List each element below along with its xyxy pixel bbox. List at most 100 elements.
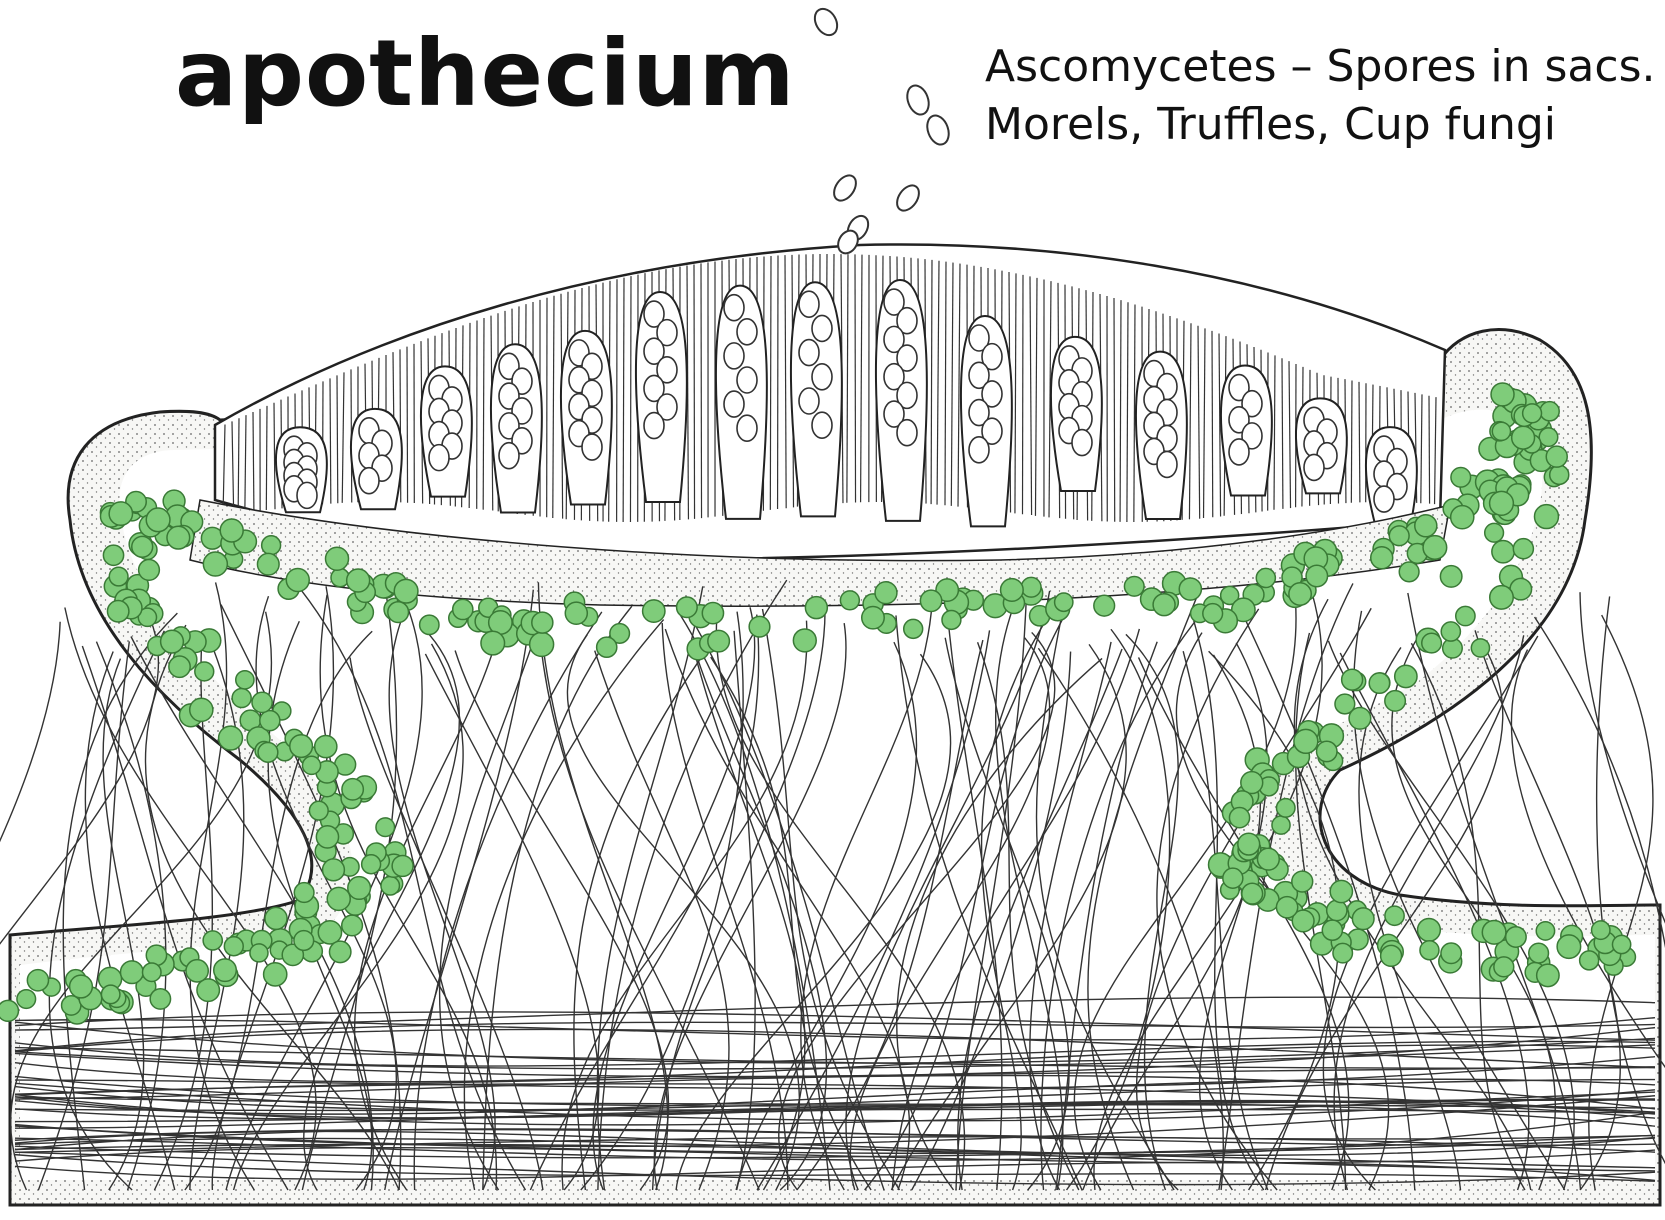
algal-cell <box>1256 568 1275 587</box>
algal-cell <box>107 601 128 622</box>
algal-cell <box>1335 694 1355 714</box>
algal-cell <box>1440 566 1462 588</box>
algal-cell <box>1094 595 1115 616</box>
algal-cell <box>167 526 190 549</box>
algal-cell <box>260 711 280 731</box>
algal-cell <box>342 915 363 936</box>
algal-cell <box>1276 799 1295 818</box>
algal-cell <box>1490 491 1514 515</box>
algal-cell <box>186 960 208 982</box>
algal-cell <box>315 736 337 758</box>
algal-cell <box>1492 422 1510 440</box>
ascospore <box>969 437 989 463</box>
algal-cell <box>1369 673 1389 693</box>
algal-cell <box>1441 943 1461 963</box>
algal-cell <box>1494 957 1514 977</box>
algal-cell <box>1512 426 1535 449</box>
algal-cell <box>1124 576 1144 596</box>
algal-cell <box>232 688 251 707</box>
spore <box>830 171 861 204</box>
algal-cell <box>1537 964 1559 986</box>
algal-cell <box>597 637 617 657</box>
paraphysis <box>266 406 267 510</box>
ascus <box>1136 352 1187 519</box>
algal-cell <box>904 619 923 638</box>
algal-cell <box>1371 547 1393 569</box>
algal-cell <box>294 931 314 951</box>
ascus <box>1051 337 1102 491</box>
paraphysis <box>1022 275 1023 514</box>
algal-cell <box>1420 941 1439 960</box>
algal-cell <box>1456 606 1475 625</box>
ascus <box>351 409 402 509</box>
algal-cell <box>169 656 190 677</box>
paraphysis <box>330 378 331 503</box>
algal-cell <box>1534 505 1558 529</box>
algal-cell <box>17 990 36 1009</box>
algal-cell <box>0 1000 18 1021</box>
algal-cell <box>236 671 254 689</box>
algal-cell <box>394 579 418 603</box>
algal-cell <box>252 692 272 712</box>
algal-cell <box>376 818 395 837</box>
ascospore <box>644 413 664 439</box>
algal-cell <box>342 779 363 800</box>
algal-cell <box>532 612 553 633</box>
algal-cell <box>392 855 413 876</box>
ascus <box>636 292 687 502</box>
algal-cell <box>1482 920 1506 944</box>
ascospore <box>582 434 602 460</box>
ascospore <box>812 412 832 438</box>
ascospore <box>499 443 519 469</box>
algal-cell <box>677 597 698 618</box>
algal-cell <box>309 801 328 820</box>
ascospore <box>724 391 744 417</box>
algal-cell <box>1317 741 1337 761</box>
paraphysis <box>701 263 702 518</box>
algal-cell <box>1352 908 1374 930</box>
algal-cell <box>1242 883 1263 904</box>
algal-cell <box>219 726 243 750</box>
algal-cell <box>1238 833 1260 855</box>
algal-cell <box>103 545 123 565</box>
ascospore <box>359 468 379 494</box>
algal-cell <box>942 610 961 629</box>
algal-cell <box>1179 578 1201 600</box>
ascospore <box>799 340 819 366</box>
algal-cell <box>264 963 287 986</box>
ascospore <box>724 343 744 369</box>
algal-cell <box>265 907 287 929</box>
ascospore <box>737 415 757 441</box>
algal-cell <box>327 887 350 910</box>
algal-cell <box>1229 808 1249 828</box>
ascospore <box>1229 439 1249 465</box>
paraphysis <box>770 256 771 510</box>
algal-cell <box>1451 467 1471 487</box>
algal-cell <box>1612 935 1630 953</box>
algal-cell <box>875 582 897 604</box>
algal-cell <box>1389 526 1409 546</box>
algal-cell <box>1539 428 1558 447</box>
algal-cell <box>220 519 243 542</box>
algal-cell <box>481 631 505 655</box>
algal-cell <box>749 616 770 637</box>
ascus <box>1296 398 1347 493</box>
algal-cell <box>224 937 243 956</box>
algal-cell <box>643 600 665 622</box>
algal-cell <box>1471 639 1489 657</box>
algal-cell <box>1490 586 1513 609</box>
algal-cell <box>1001 579 1024 602</box>
algal-cell <box>420 615 439 634</box>
algal-cell <box>146 508 170 532</box>
algal-cell <box>318 921 341 944</box>
ascus <box>1221 366 1272 496</box>
algal-cell <box>203 931 222 950</box>
algal-cell <box>302 756 320 774</box>
algal-cell <box>1546 446 1567 467</box>
algal-cell <box>203 552 227 576</box>
algal-cell <box>1536 922 1554 940</box>
algal-cell <box>793 629 816 652</box>
spore <box>893 181 924 214</box>
algal-cell <box>1021 577 1041 597</box>
